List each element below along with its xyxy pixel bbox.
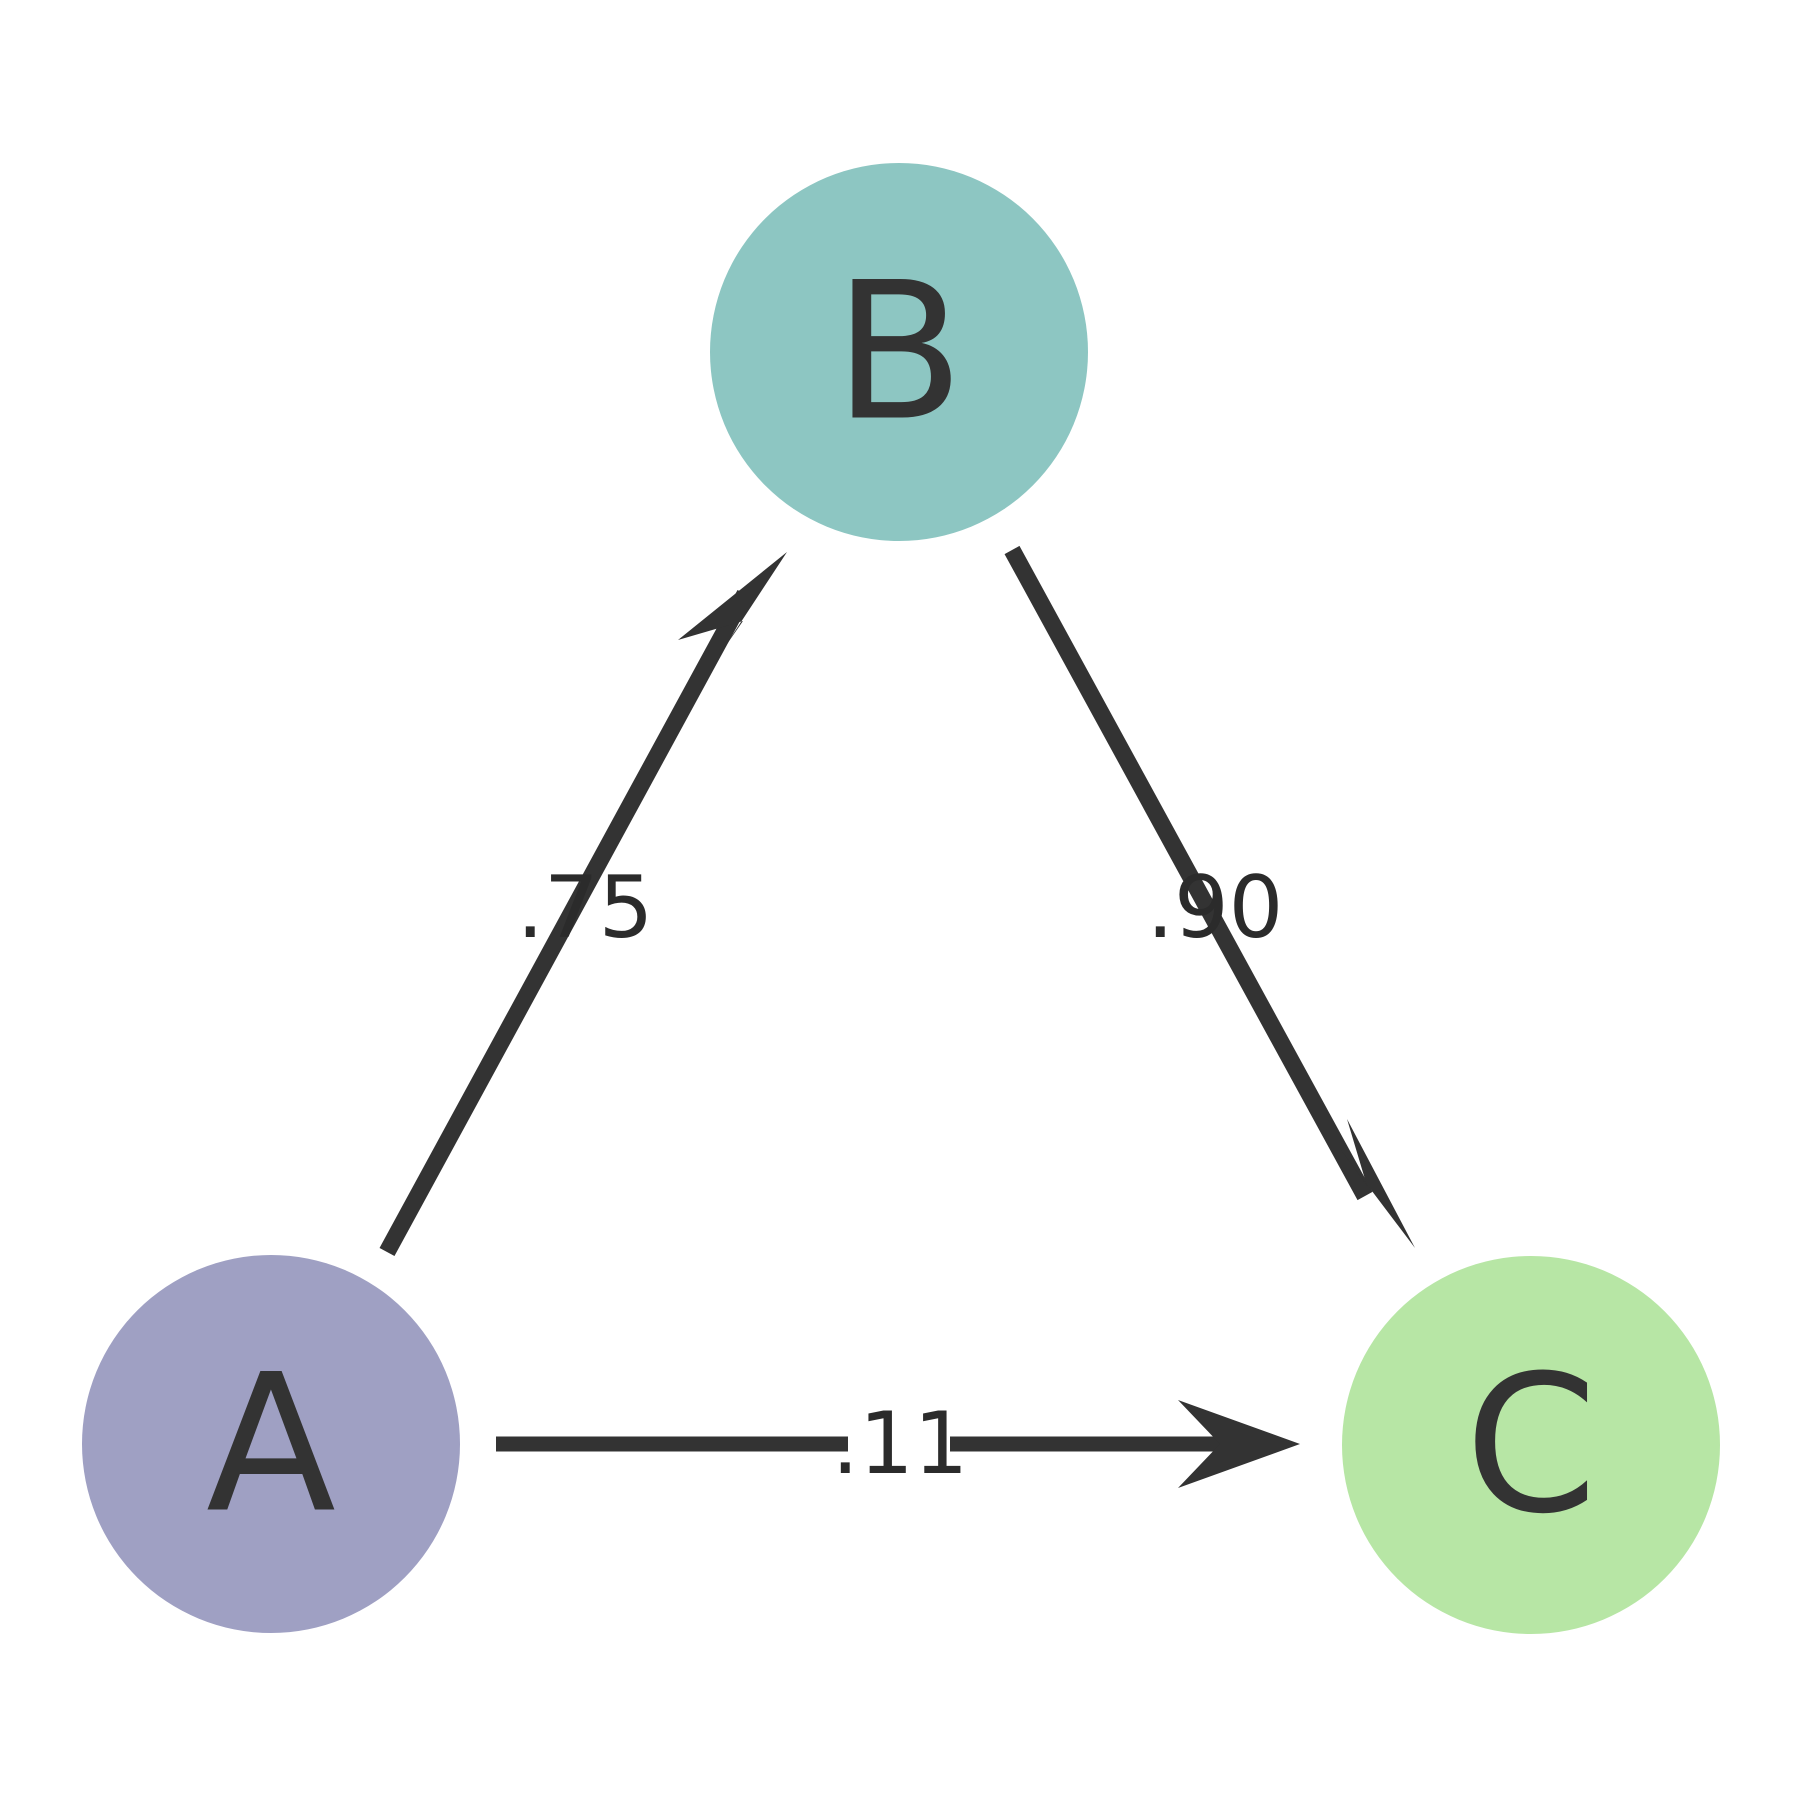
edge-b-to-c-weight-label: .90 xyxy=(1147,858,1284,958)
edge-a-to-c-weight-label: .11 xyxy=(832,1394,969,1494)
node-b[interactable]: B xyxy=(710,163,1088,541)
edge-a-to-b[interactable]: .75 xyxy=(379,552,787,1257)
edge-a-to-c[interactable]: .11 xyxy=(496,1394,1300,1494)
node-a-label: A xyxy=(206,1334,336,1555)
edge-a-to-b-shaft xyxy=(379,589,753,1257)
edge-a-to-b-arrowhead xyxy=(678,552,787,657)
node-b-circle[interactable] xyxy=(710,163,1088,541)
edge-a-to-c-arrowhead xyxy=(1178,1400,1300,1488)
node-b-label: B xyxy=(834,242,964,463)
node-c[interactable]: C xyxy=(1342,1256,1720,1634)
edge-b-to-c-arrowhead xyxy=(1341,1119,1415,1248)
edge-a-to-b-weight-label: .75 xyxy=(517,858,654,958)
node-a-circle[interactable] xyxy=(82,1255,460,1633)
node-c-label: C xyxy=(1465,1335,1598,1556)
edge-b-to-c[interactable]: .90 xyxy=(1004,545,1415,1248)
node-a[interactable]: A xyxy=(82,1255,460,1633)
node-c-circle[interactable] xyxy=(1342,1256,1720,1634)
edge-b-to-c-shaft xyxy=(1004,545,1373,1201)
